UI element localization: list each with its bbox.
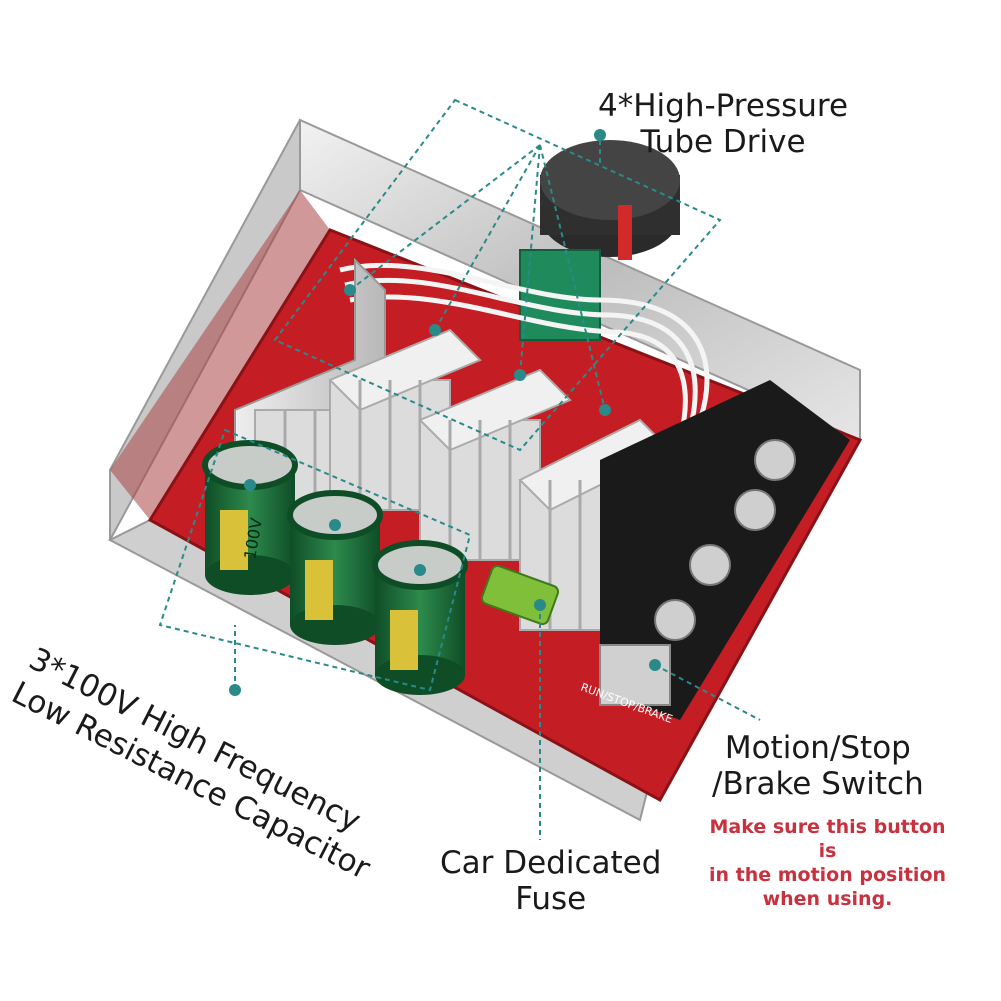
callout-lines	[158, 98, 761, 840]
callout-dots	[229, 129, 661, 696]
usage-warning: Make sure this button is in the motion p…	[708, 816, 947, 910]
screw-terminal-block	[599, 380, 850, 720]
fuse-label: Car Dedicated Fuse	[440, 845, 662, 917]
white-wire-harness	[339, 262, 710, 441]
pressure-tube-label: 4*High-Pressure Tube Drive	[598, 88, 849, 160]
switch-label: Motion/Stop /Brake Switch	[712, 730, 924, 802]
speed-knob	[519, 140, 680, 341]
